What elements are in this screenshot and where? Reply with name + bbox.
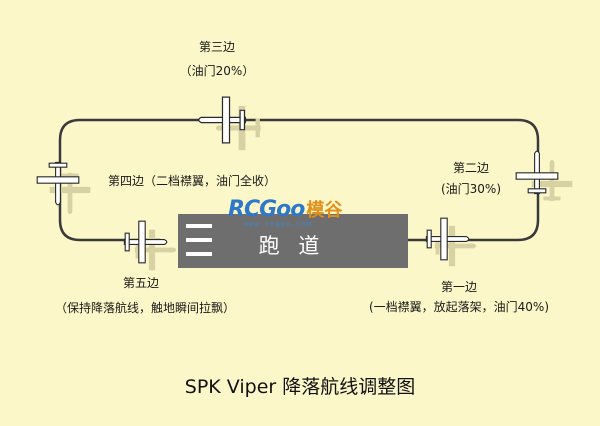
plane-leg-1-icon xyxy=(425,217,470,261)
leg-4-name: 第四边（二档襟翼，油门全收） xyxy=(107,174,277,188)
leg-5-name: 第五边 xyxy=(122,276,160,290)
plane-leg-3-icon xyxy=(198,96,246,144)
watermark-brand: RCGoo xyxy=(228,197,305,222)
runway xyxy=(178,214,408,268)
pattern-path xyxy=(58,118,540,242)
leg-1-detail: (一档襟翼，放起落架，油门40%) xyxy=(368,300,550,314)
leg-2-name: 第二边 xyxy=(452,161,490,175)
diagram-title: SPK Viper 降落航线调整图 xyxy=(184,376,416,398)
leg-2-detail: (油门30%) xyxy=(440,182,502,196)
plane-leg-5-icon xyxy=(123,220,168,264)
watermark-brand-cn: 模谷 xyxy=(306,200,343,221)
leg-1-name: 第一边 xyxy=(440,280,478,294)
runway-threshold-marks xyxy=(186,224,212,256)
leg-5-detail: （保持降落航线，触地瞬间拉飘） xyxy=(54,301,236,315)
leg-3-name: 第三边 xyxy=(198,40,236,54)
leg-3-detail: （油门20%） xyxy=(179,64,255,78)
plane-leg-4-icon xyxy=(36,161,80,206)
watermark-url: www.rcgoo.com xyxy=(244,220,312,228)
runway-label: 跑 道 xyxy=(258,234,326,258)
